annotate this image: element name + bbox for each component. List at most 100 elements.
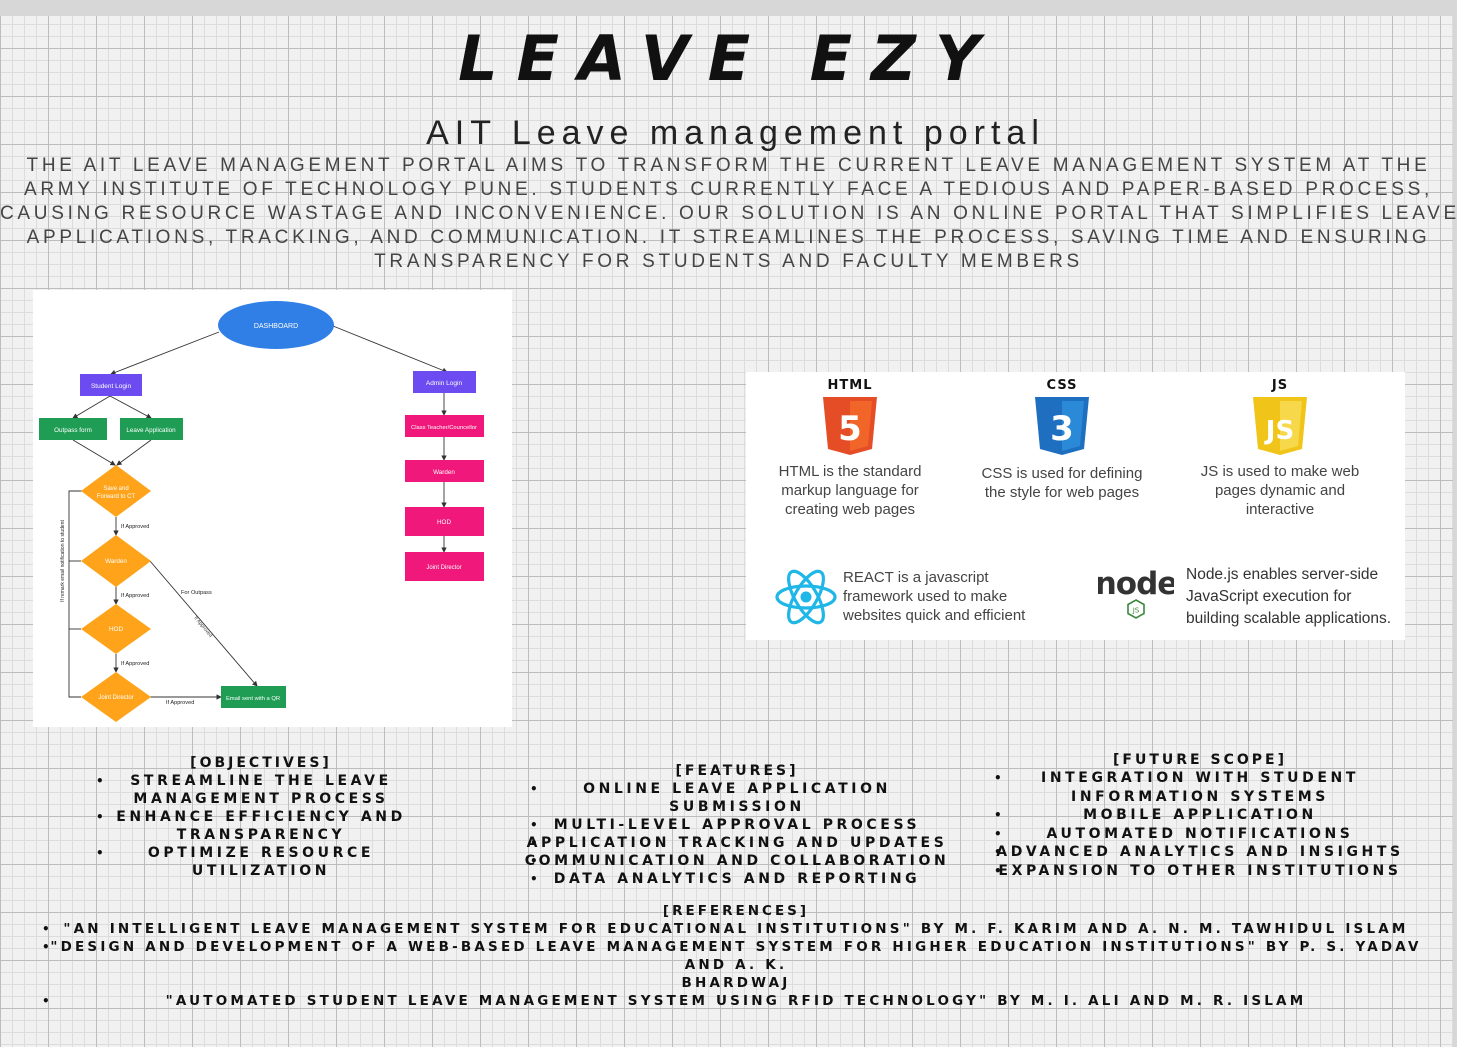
svg-text:3: 3 [1050, 409, 1074, 449]
html-desc: HTML is the standard [778, 463, 922, 480]
edge-label-if-approved: If Approved [121, 593, 149, 599]
list-item: •MOBILE APPLICATION [994, 807, 1317, 823]
list-item: •"AN INTELLIGENT LEAVE MANAGEMENT SYSTEM… [42, 921, 1409, 937]
node-email-qr [221, 686, 286, 708]
react-desc-line: websites quick and efficient [843, 607, 1026, 624]
features-heading: [FEATURES] [675, 763, 799, 779]
flowchart-panel: DASHBOARD Student Login Admin Login Outp… [33, 290, 512, 727]
list-item: •APPLICATION TRACKING AND UPDATES [526, 835, 948, 851]
node-joint-director [81, 672, 151, 722]
list-item-line: OPTIMIZE RESOURCE [147, 845, 375, 861]
list-item: •DATA ANALYTICS AND REPORTING [530, 871, 921, 887]
edge-label-if-approved-diagonal: If Approved [192, 615, 213, 638]
html-caption: HTML [827, 378, 873, 393]
node-hod [81, 604, 151, 654]
tech-html: HTML 5 HTML is the standard markup langu… [772, 378, 928, 519]
tech-stack-panel: HTML 5 HTML is the standard markup langu… [746, 372, 1405, 640]
js-desc: interactive [1245, 501, 1315, 518]
node-desc-line: building scalable applications. [1186, 610, 1392, 627]
node-leave-application [120, 418, 183, 440]
list-item: •EXPANSION TO OTHER INSTITUTIONS [994, 862, 1402, 879]
list-item-line: INTEGRATION WITH STUDENT [1041, 770, 1359, 786]
intro-line: Army Institute of Technology Pune. Stude… [23, 179, 1434, 200]
edge-dashboard-admin [332, 325, 448, 373]
references-heading: [REFERENCES] [662, 903, 810, 919]
node-admin-login-label: Admin Login [426, 380, 463, 387]
edge-dashboard-student [110, 331, 220, 375]
list-item-line: ENHANCE EFFICIENCY AND [116, 809, 406, 825]
html-desc: markup language for [781, 482, 919, 499]
top-border [0, 0, 1457, 16]
edge-student-leave [109, 395, 152, 419]
list-item-text: ONLINE LEAVE APPLICATION SUBMISSION [583, 781, 891, 815]
node-admin-warden [405, 460, 484, 482]
node-admin-warden-label: Warden [433, 469, 455, 476]
node-outpass-form-label: Outpass form [54, 427, 92, 434]
list-item-line: TRANSPARENCY [176, 827, 346, 843]
node-desc: Node.js enables server-side JavaScript e… [1186, 564, 1404, 630]
react-desc-line: framework used to make [843, 588, 1008, 605]
edge-warden-email [149, 560, 258, 687]
list-item: •COMMUNICATION AND COLLABORATION [524, 853, 950, 869]
edge-label-if-approved: If Approved [166, 700, 194, 706]
list-item-text: MOBILE APPLICATION [1083, 807, 1317, 823]
references-section: [REFERENCES] •"AN INTELLIGENT LEAVE MANA… [36, 902, 1436, 1010]
right-border [1453, 16, 1457, 1047]
node-hod-label: HOD [109, 626, 123, 633]
css-desc: CSS is used for defining [981, 465, 1143, 482]
node-save-forward-label: Save and [103, 486, 128, 492]
edge-label-if-approved: If Approved [121, 661, 149, 667]
css-desc: the style for web pages [984, 484, 1140, 501]
list-item: • INTEGRATION WITH STUDENT INFORMATION S… [990, 769, 1410, 806]
edge-loop-left [68, 490, 82, 698]
edge-student-outpass [72, 395, 111, 419]
node-desc-line: Node.js enables server-side [1186, 566, 1379, 583]
react-desc: REACT is a javascript framework used to … [843, 568, 1043, 625]
nodejs-badge: JS [1132, 607, 1140, 615]
list-item-line: MANAGEMENT PROCESS [133, 791, 389, 807]
node-admin-hod-label: HOD [437, 519, 451, 526]
future-scope-heading: [FUTURE SCOPE] [1113, 752, 1287, 768]
js-icon: JS [1253, 397, 1307, 455]
node-student-login [80, 374, 142, 396]
node-admin-joint-director-label: Joint Director [426, 565, 461, 571]
intro-paragraph: The AIT Leave Management Portal aims to … [0, 154, 1457, 274]
list-item-line: UTILIZATION [191, 863, 331, 879]
features-section: [FEATURES] •ONLINE LEAVE APPLICATION SUB… [522, 762, 952, 888]
list-item-text: "AN INTELLIGENT LEAVE MANAGEMENT SYSTEM … [63, 921, 1409, 937]
node-warden [81, 535, 151, 587]
node-email-qr-label: Email sent with a QR [226, 696, 280, 702]
list-item-line: INFORMATION SYSTEMS [1071, 788, 1329, 805]
list-item-text: APPLICATION TRACKING AND UPDATES [526, 835, 948, 851]
list-item-text: DATA ANALYTICS AND REPORTING [553, 871, 921, 887]
poster-subtitle: AIT Leave management portal [426, 114, 1045, 152]
node-leave-application-label: Leave Application [126, 427, 176, 434]
poster-title: LEAVE EZY [458, 22, 999, 95]
list-item-text: COMMUNICATION AND COLLABORATION [524, 853, 950, 869]
node-outpass-form [39, 418, 107, 440]
intro-line: transparency for students and faculty me… [374, 251, 1083, 272]
intro-line: The AIT Leave Management Portal aims to … [26, 155, 1431, 176]
node-save-forward [81, 465, 151, 517]
edge-label-if-approved: If Approved [121, 524, 149, 530]
list-item: • STREAMLINE THE LEAVE MANAGEMENT PROCES… [96, 772, 426, 808]
css-caption: CSS [1046, 378, 1078, 393]
future-scope-section: [FUTURE SCOPE] • INTEGRATION WITH STUDEN… [990, 751, 1410, 880]
svg-text:5: 5 [838, 409, 862, 449]
tech-css: CSS 3 CSS is used for defining the style… [972, 378, 1152, 502]
tech-js: JS JS JS is used to make web pages dynam… [1194, 378, 1366, 519]
list-item: • OPTIMIZE RESOURCE UTILIZATION [96, 844, 426, 880]
node-admin-login [413, 371, 476, 393]
edge-leave-save [116, 439, 152, 466]
objectives-heading: [OBJECTIVES] [190, 755, 332, 771]
node-dashboard [218, 301, 334, 349]
nodejs-wordmark: node [1098, 566, 1174, 602]
list-item-text: EXPANSION TO OTHER INSTITUTIONS [998, 862, 1402, 879]
node-student-login-label: Student Login [91, 383, 132, 390]
js-desc: pages dynamic and [1214, 482, 1346, 499]
node-desc-line: JavaScript execution for [1186, 588, 1352, 605]
node-warden-label: Warden [105, 558, 127, 565]
list-item: •ADVANCED ANALYTICS AND INSIGHTS [994, 844, 1404, 860]
node-class-teacher [405, 415, 484, 437]
list-item-line: "DESIGN AND DEVELOPMENT OF A WEB-BASED L… [50, 939, 1422, 973]
